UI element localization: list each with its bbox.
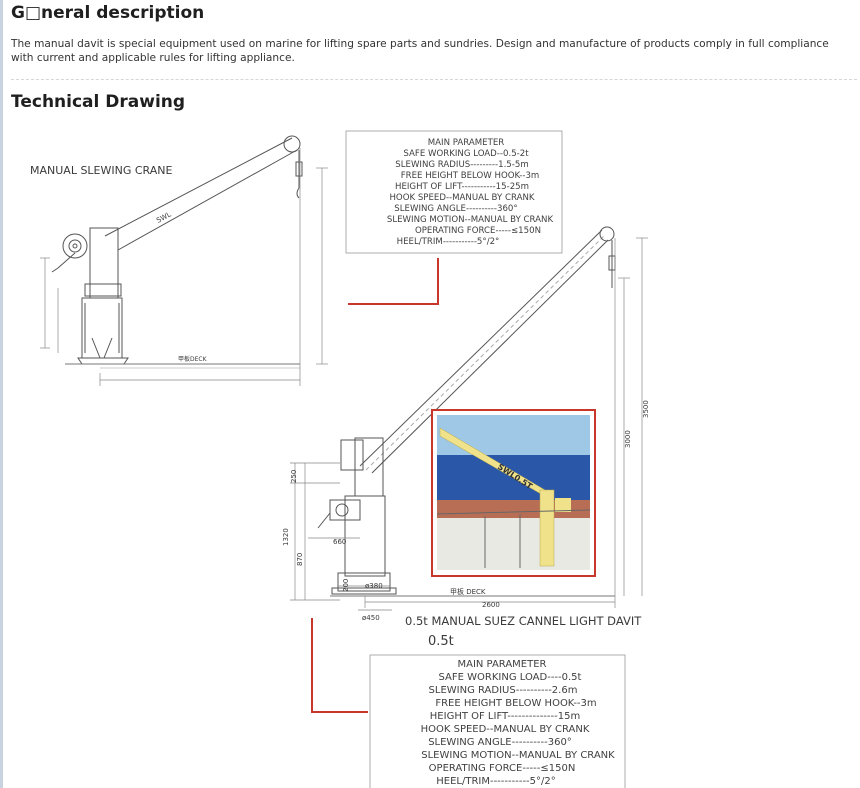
main-parameter-box-2: MAIN PARAMETER SAFE WORKING LOAD----0.5t…	[369, 654, 626, 788]
param1-line: SAFE WORKING LOAD--0.5-2t	[403, 149, 529, 159]
param2-line: SLEWING MOTION--MANUAL BY CRANK	[421, 750, 615, 761]
param1-line: OPERATING FORCE-----≤150N	[415, 226, 541, 236]
callout-line-1	[348, 258, 439, 305]
param1-line: HOOK SPEED--MANUAL BY CRANK	[389, 193, 534, 203]
dim-3500: 3500	[642, 400, 650, 418]
crane1-deck-label: 甲板DECK	[178, 355, 208, 363]
section-divider	[11, 79, 857, 80]
technical-drawing: MANUAL SLEWING CRANE SWL 甲板DECK MAIN PAR…	[30, 130, 650, 788]
davit-photo	[431, 409, 596, 577]
param2-line: HEEL/TRIM-----------5°/2°	[436, 776, 556, 787]
param2-line: HEIGHT OF LIFT--------------15m	[430, 711, 580, 722]
dim-450: ø450	[362, 614, 380, 622]
param1-title: MAIN PARAMETER	[428, 138, 505, 148]
crane1-title: MANUAL SLEWING CRANE	[30, 164, 173, 177]
dim-3000: 3000	[624, 430, 632, 448]
param1-line: SLEWING MOTION--MANUAL BY CRANK	[387, 215, 554, 225]
param2-line: OPERATING FORCE-----≤150N	[429, 763, 576, 774]
param2-line: SAFE WORKING LOAD----0.5t	[439, 672, 582, 683]
dim-2600: 2600	[482, 601, 500, 609]
light-davit-drawing	[290, 226, 648, 611]
davit-title: 0.5t MANUAL SUEZ CANNEL LIGHT DAVIT	[405, 614, 642, 628]
davit-deck-label: 甲板 DECK	[450, 587, 486, 596]
callout-line-2	[311, 618, 368, 713]
param2-line: FREE HEIGHT BELOW HOOK--3m	[435, 698, 596, 709]
davit-capacity: 0.5t	[428, 634, 454, 649]
dim-200: 200	[342, 579, 350, 592]
dim-380: ø380	[365, 582, 383, 590]
param1-line: FREE HEIGHT BELOW HOOK--3m	[401, 171, 540, 181]
param2-line: SLEWING ANGLE----------360°	[428, 737, 572, 748]
param1-line: HEIGHT OF LIFT-----------15-25m	[395, 182, 529, 192]
slewing-crane-drawing	[40, 135, 328, 386]
param2-title: MAIN PARAMETER	[457, 659, 546, 670]
section-heading-general: G□neral description	[11, 3, 205, 23]
left-border	[0, 0, 3, 788]
param2-line: HOOK SPEED--MANUAL BY CRANK	[421, 724, 590, 735]
main-parameter-box-1: MAIN PARAMETER SAFE WORKING LOAD--0.5-2t…	[345, 130, 563, 254]
section-heading-technical-drawing: Technical Drawing	[11, 92, 186, 112]
general-description-text: The manual davit is special equipment us…	[11, 38, 829, 64]
dim-250: 250	[290, 470, 298, 483]
dim-870: 870	[296, 553, 304, 566]
param1-line: SLEWING ANGLE----------360°	[394, 204, 517, 214]
dim-660: 660	[333, 538, 346, 546]
param2-line: SLEWING RADIUS----------2.6m	[429, 685, 578, 696]
dim-1320: 1320	[282, 528, 290, 546]
param1-line: SLEWING RADIUS---------1.5-5m	[395, 160, 528, 170]
crane1-swl-label: SWL	[155, 210, 172, 224]
param1-line: HEEL/TRIM-----------5°/2°	[397, 237, 500, 247]
